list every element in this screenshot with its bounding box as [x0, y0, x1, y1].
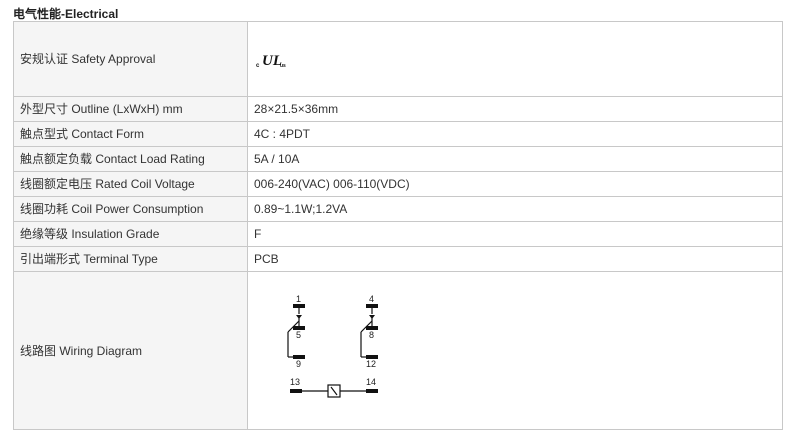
pin-label: 4: [369, 294, 374, 304]
row-value-safety-approval: c UL us: [247, 21, 783, 97]
pin-label: 12: [366, 359, 376, 369]
row-label: 安规认证 Safety Approval: [13, 21, 248, 97]
wiring-diagram: 1 5 9 4 8 12 13 14: [287, 294, 378, 398]
row-label: 绝缘等级 Insulation Grade: [13, 221, 248, 247]
row-value-wiring-diagram: 1 5 9 4 8 12 13 14: [247, 271, 783, 430]
table-row: 触点额定负载 Contact Load Rating 5A / 10A: [13, 146, 783, 172]
row-label: 线圈额定电压 Rated Coil Voltage: [13, 171, 248, 197]
row-label: 触点型式 Contact Form: [13, 121, 248, 147]
row-value: PCB: [247, 246, 783, 272]
pin-label: 14: [366, 377, 376, 387]
row-value: 006-240(VAC) 006-110(VDC): [247, 171, 783, 197]
row-value: 28×21.5×36mm: [247, 96, 783, 122]
row-value: 5A / 10A: [247, 146, 783, 172]
row-label: 线圈功耗 Coil Power Consumption: [13, 196, 248, 222]
row-label: 外型尺寸 Outline (LxWxH) mm: [13, 96, 248, 122]
ul-main-text: UL: [262, 53, 282, 69]
table-row: 线路图 Wiring Diagram: [13, 271, 783, 430]
row-value: F: [247, 221, 783, 247]
table-row: 线圈功耗 Coil Power Consumption 0.89~1.1W;1.…: [13, 196, 783, 222]
ul-suffix-text: us: [280, 63, 286, 69]
row-value: 4C : 4PDT: [247, 121, 783, 147]
table-row: 绝缘等级 Insulation Grade F: [13, 221, 783, 247]
pin-label: 8: [369, 330, 374, 340]
ul-prefix-text: c: [256, 63, 260, 69]
row-label: 触点额定负载 Contact Load Rating: [13, 146, 248, 172]
row-value: 0.89~1.1W;1.2VA: [247, 196, 783, 222]
ul-certification-icon: c UL us: [254, 41, 290, 77]
electrical-spec-table: 安规认证 Safety Approval c UL us 外型尺寸 Outlin…: [13, 21, 783, 430]
section-title: 电气性能-Electrical: [13, 7, 119, 21]
row-label: 线路图 Wiring Diagram: [13, 271, 248, 430]
pin-label: 13: [290, 377, 300, 387]
row-label: 引出端形式 Terminal Type: [13, 246, 248, 272]
table-row: 引出端形式 Terminal Type PCB: [13, 246, 783, 272]
pin-label: 9: [296, 359, 301, 369]
pin-label: 5: [296, 330, 301, 340]
table-row: 安规认证 Safety Approval c UL us: [13, 21, 783, 97]
table-row: 触点型式 Contact Form 4C : 4PDT: [13, 121, 783, 147]
table-row: 外型尺寸 Outline (LxWxH) mm 28×21.5×36mm: [13, 96, 783, 122]
table-row: 线圈额定电压 Rated Coil Voltage 006-240(VAC) 0…: [13, 171, 783, 197]
pin-label: 1: [296, 294, 301, 304]
